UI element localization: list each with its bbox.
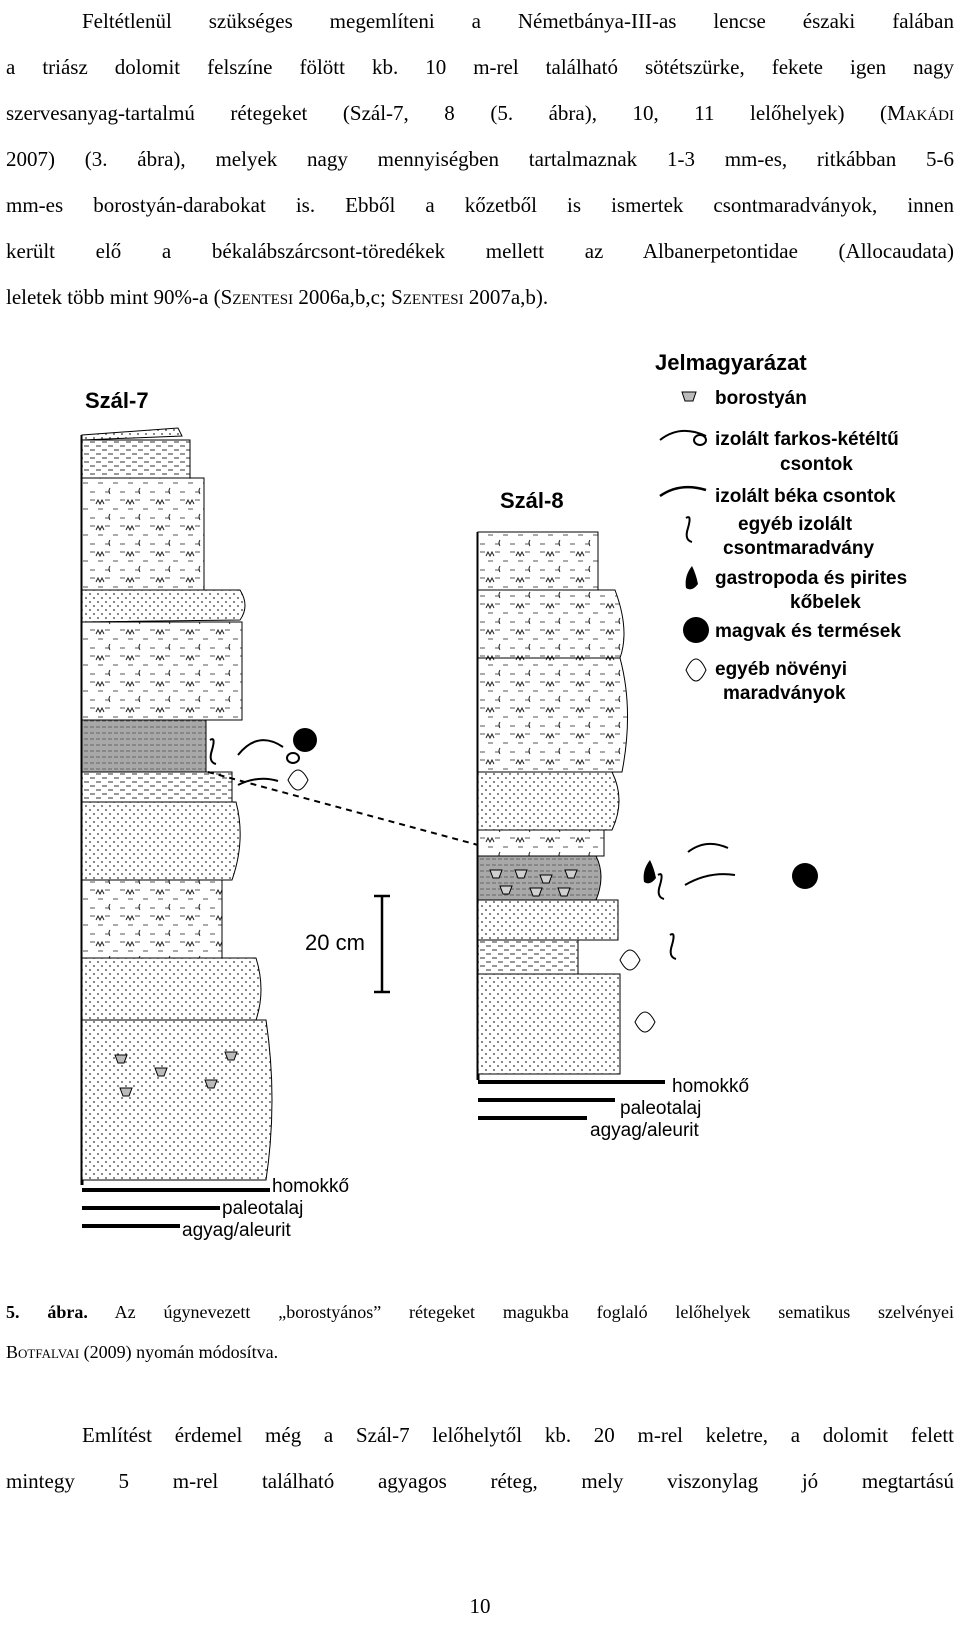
salamander-bone-icon — [659, 429, 707, 446]
lithology-right-agyag: agyag/aleurit — [590, 1120, 700, 1141]
legend-item-frog: izolált béka csontok — [715, 486, 896, 507]
legend-item-salamander-2: csontok — [780, 454, 853, 475]
gastropod-icon — [685, 566, 698, 590]
bone-icon — [685, 516, 693, 543]
amber-icon — [681, 391, 697, 402]
leaf-icon — [685, 658, 707, 682]
author-botfalvai: Botfalvai — [6, 1342, 80, 1362]
paragraph-line: mm-es borostyán-darabokat is. Ebből a kő… — [6, 193, 954, 217]
caption-line: 5. ábra. Az úgynevezett „borostyános” ré… — [6, 1302, 954, 1322]
legend-item-leaf-2: maradványok — [723, 683, 846, 704]
caption-label: 5. ábra. — [6, 1302, 88, 1322]
lithology-left-paleotalaj: paleotalaj — [222, 1198, 303, 1219]
paragraph-line: a triász dolomit felszíne fölött kb. 10 … — [6, 55, 954, 79]
legend-title: Jelmagyarázat — [655, 350, 807, 375]
legend: Jelmagyarázat borostyán izolált farkos-k… — [655, 350, 907, 704]
caption-line: Botfalvai (2009) nyomán módosítva. — [6, 1342, 279, 1362]
legend-item-amber: borostyán — [715, 388, 807, 409]
figure-caption: 5. ábra. Az úgynevezett „borostyános” ré… — [6, 1292, 954, 1372]
lithology-right-homokko: homokkő — [672, 1076, 749, 1097]
paragraph-line: szervesanyag-tartalmú rétegeket (Szál-7,… — [6, 101, 954, 125]
paragraph-2: Említést érdemel még a Szál-7 lelőhelytő… — [6, 1412, 954, 1504]
paragraph-line: került elő a békalábszárcsont-töredékek … — [6, 239, 954, 263]
author-makadi: Makádi — [887, 101, 954, 125]
paragraph-line: leletek több mint 90%-a (Szentesi 2006a,… — [6, 285, 549, 309]
author-szentesi: Szentesi — [391, 285, 464, 309]
section-szal-7: Szál-7 — [80, 388, 479, 1241]
legend-item-gastropod-2: kőbelek — [790, 592, 861, 613]
section-label-left: Szál-7 — [85, 388, 149, 413]
section-szal-8: Szál-8 — [476, 488, 818, 1141]
scale-label: 20 cm — [305, 930, 365, 955]
section-label-right: Szál-8 — [500, 488, 564, 513]
legend-item-bone-2: csontmaradvány — [723, 538, 874, 559]
legend-item-salamander: izolált farkos-kétéltű — [715, 429, 899, 450]
author-szentesi: Szentesi — [220, 285, 294, 309]
scale-bar: 20 cm — [305, 894, 390, 994]
seed-icon — [683, 617, 709, 643]
paragraph-line: mintegy 5 m-rel található agyagos réteg,… — [6, 1469, 954, 1493]
legend-item-gastropod: gastropoda és pirites — [715, 568, 907, 589]
lithology-left-agyag: agyag/aleurit — [182, 1220, 292, 1241]
paragraph-1: Feltétlenül szükséges megemlíteni a Néme… — [6, 0, 954, 320]
lithology-right-paleotalaj: paleotalaj — [620, 1098, 701, 1119]
paragraph-line: Feltétlenül szükséges megemlíteni a Néme… — [82, 9, 954, 33]
legend-item-leaf: egyéb növényi — [715, 659, 847, 680]
legend-item-bone: egyéb izolált — [738, 514, 853, 535]
lithology-left-homokko: homokkő — [272, 1176, 349, 1197]
stratigraphic-figure: Szál-7 — [60, 340, 960, 1310]
paragraph-line: 2007) (3. ábra), melyek nagy mennyiségbe… — [6, 147, 954, 171]
page-number: 10 — [469, 1594, 491, 1618]
legend-item-seed: magvak és termések — [715, 621, 901, 642]
frog-bone-icon — [659, 485, 707, 498]
paragraph-line: Említést érdemel még a Szál-7 lelőhelytő… — [82, 1423, 954, 1447]
